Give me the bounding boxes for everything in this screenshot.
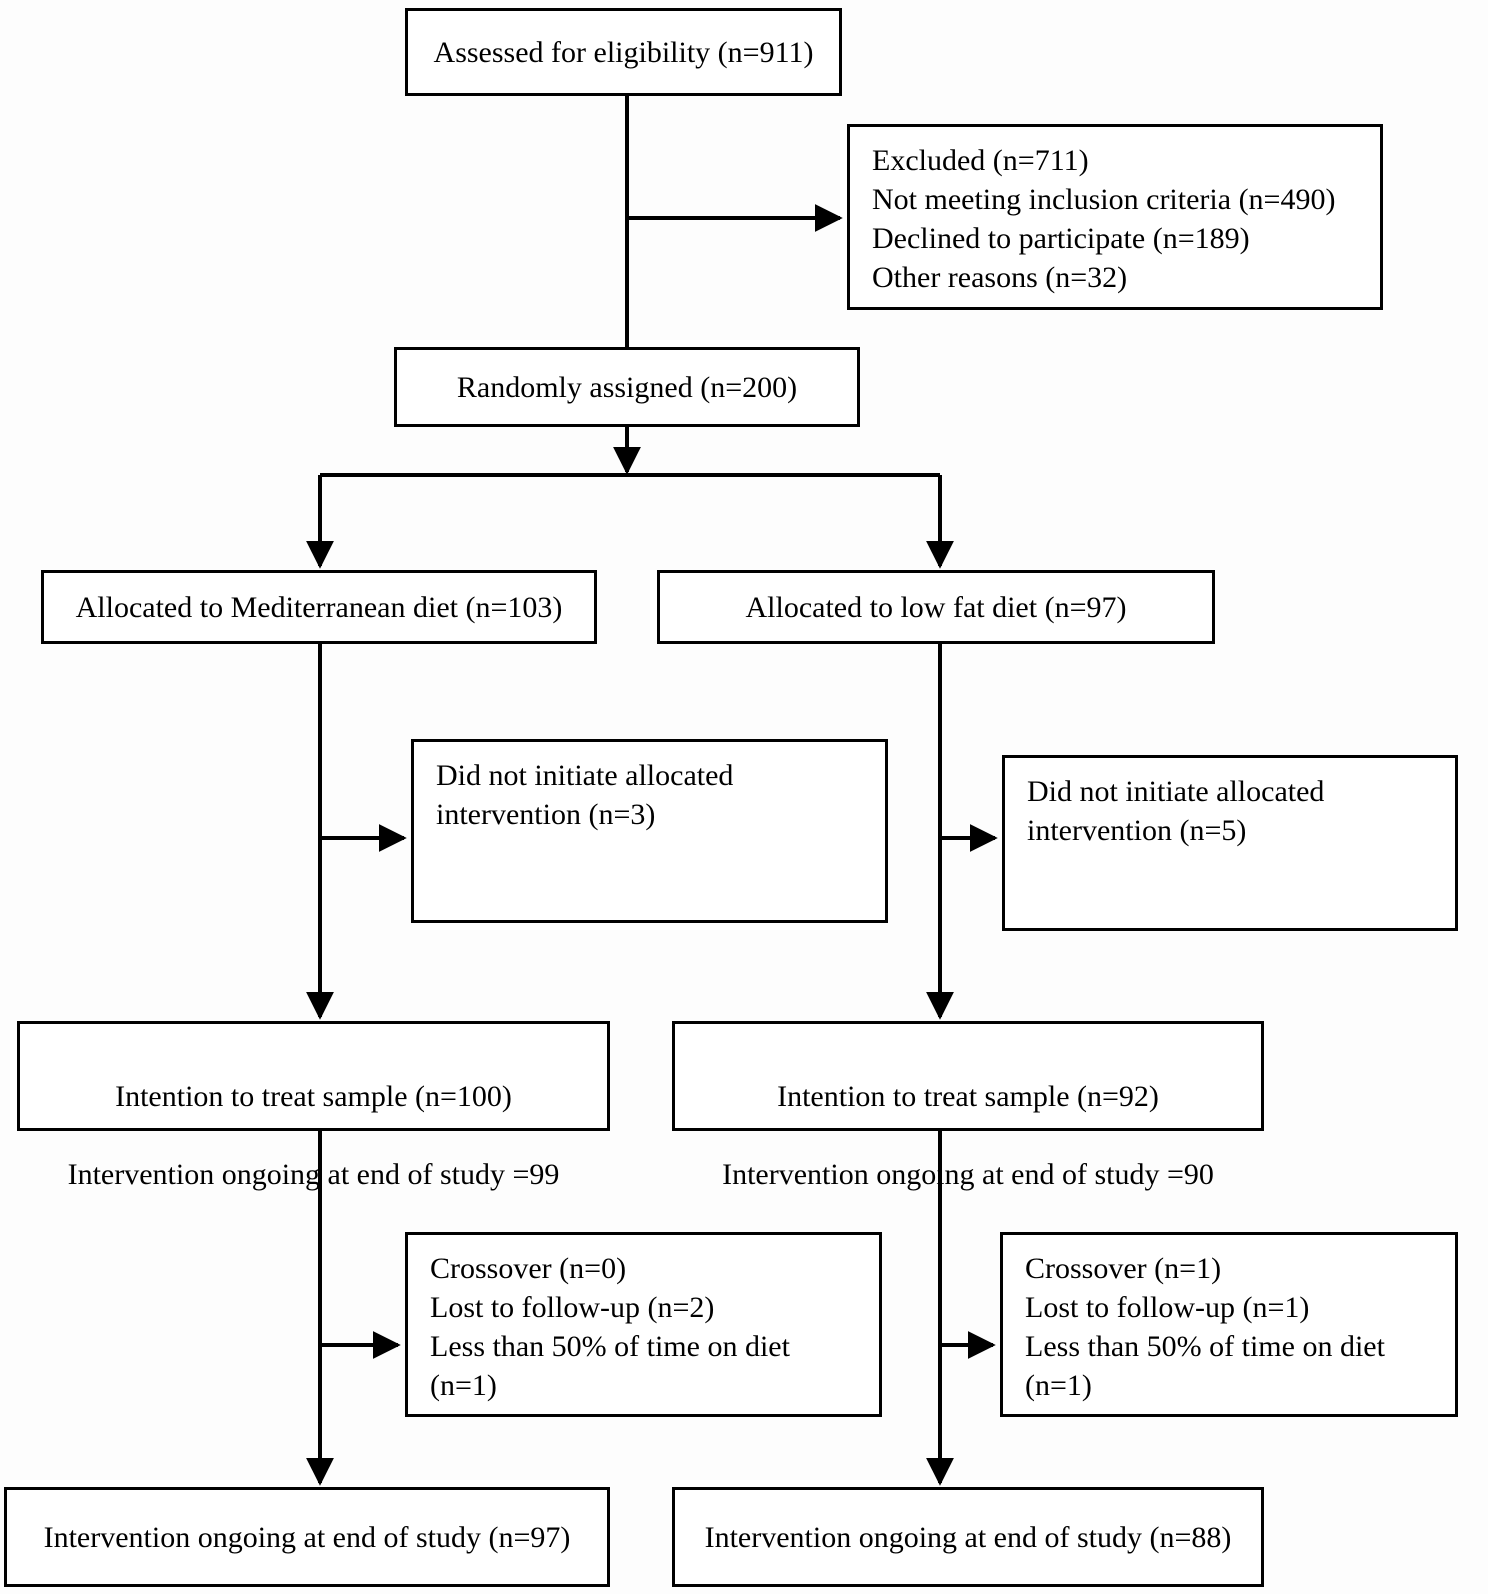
node-not-initiated-lowfat: Did not initiate allocated intervention … <box>1002 755 1458 931</box>
node-itt-lowfat: Intention to treat sample (n=92) Interve… <box>672 1021 1264 1191</box>
node-attrition-lowfat: Crossover (n=1) Lost to follow-up (n=1) … <box>1000 1232 1458 1417</box>
node-itt-lowfat-line1: Intention to treat sample (n=92) <box>777 1080 1159 1113</box>
node-allocated-mediterranean: Allocated to Mediterranean diet (n=103) <box>41 570 597 644</box>
node-final-lowfat-label: Intervention ongoing at end of study (n=… <box>704 1520 1232 1554</box>
node-final-mediterranean-label: Intervention ongoing at end of study (n=… <box>43 1520 571 1554</box>
node-excluded: Excluded (n=711) Not meeting inclusion c… <box>847 124 1383 310</box>
node-assessed-for-eligibility: Assessed for eligibility (n=911) <box>405 8 842 96</box>
node-allocated-lowfat-label: Allocated to low fat diet (n=97) <box>745 590 1127 624</box>
node-attrition-mediterranean: Crossover (n=0) Lost to follow-up (n=2) … <box>405 1232 882 1417</box>
node-allocated-lowfat: Allocated to low fat diet (n=97) <box>657 570 1215 644</box>
node-randomized-label: Randomly assigned (n=200) <box>456 370 798 404</box>
node-itt-mediterranean-line2: Intervention ongoing at end of study =99 <box>67 1158 560 1191</box>
node-assessed-label: Assessed for eligibility (n=911) <box>433 35 814 69</box>
node-randomly-assigned: Randomly assigned (n=200) <box>394 347 860 427</box>
node-final-lowfat: Intervention ongoing at end of study (n=… <box>672 1487 1264 1587</box>
node-final-mediterranean: Intervention ongoing at end of study (n=… <box>4 1487 610 1587</box>
node-itt-mediterranean: Intention to treat sample (n=100) Interv… <box>17 1021 610 1191</box>
node-itt-mediterranean-line1: Intention to treat sample (n=100) <box>115 1080 512 1113</box>
node-allocated-mediterranean-label: Allocated to Mediterranean diet (n=103) <box>75 590 563 624</box>
node-itt-lowfat-line2: Intervention ongoing at end of study =90 <box>722 1158 1214 1191</box>
node-not-initiated-mediterranean: Did not initiate allocated intervention … <box>411 739 888 923</box>
